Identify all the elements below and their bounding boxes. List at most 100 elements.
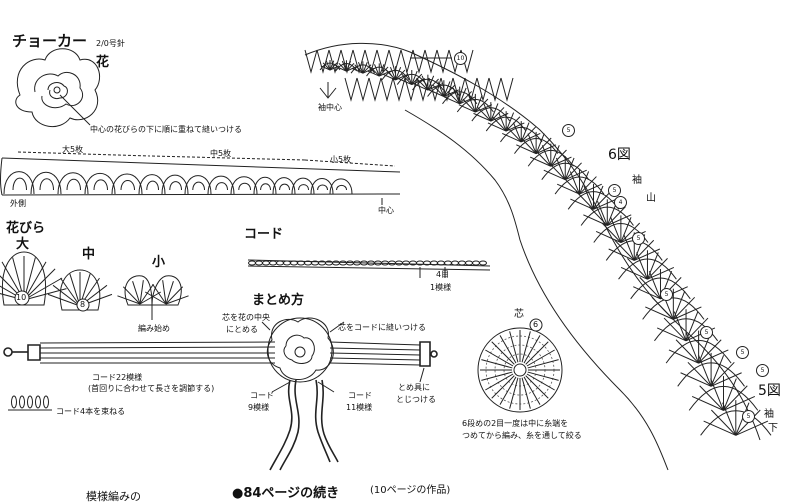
lace-fan-ray — [475, 104, 493, 113]
lace-fan-arc — [700, 410, 772, 436]
footer-left-fragment: 模様編みの — [86, 490, 141, 503]
petal-start-label: 編み始め — [138, 324, 170, 333]
core-ray — [526, 373, 555, 391]
sleeve-under-shita: 下 — [768, 423, 778, 434]
lace-fan-ray — [452, 87, 461, 105]
cord-link — [395, 260, 403, 266]
lace-fan-ray — [459, 87, 467, 105]
sleeve-cap-sode: 袖 — [632, 175, 642, 186]
lace-fan-ray — [685, 332, 700, 364]
core-ray — [527, 371, 559, 381]
lace-fan-ray — [620, 222, 641, 243]
lace-fan-ray — [595, 231, 622, 243]
lace-net — [316, 49, 330, 74]
lace-fan-ray — [562, 176, 580, 195]
lace-net — [368, 77, 382, 102]
strip-petal-inner — [298, 184, 309, 191]
lace-fan-ray — [722, 402, 737, 436]
footer-continuation: ●84ページの続き — [232, 486, 340, 501]
strip-outside-label: 外側 — [10, 199, 26, 208]
lace-fan-ray — [325, 60, 331, 71]
lace-fan-ray — [564, 157, 575, 180]
lace-fan-ray — [462, 98, 476, 113]
lace-fan-ray — [636, 252, 648, 280]
petal-ray — [52, 284, 81, 307]
core-ray — [521, 331, 531, 363]
core-note1: 6段めの2目一度は中に糸端を — [462, 419, 569, 428]
core-ray — [499, 376, 517, 405]
lace-fan-ray — [698, 339, 722, 364]
strip-petal — [230, 176, 258, 195]
choker-title: チョーカー — [12, 32, 88, 50]
lace-fan-arc — [350, 64, 376, 74]
lace-fan-ray — [550, 149, 567, 167]
cord-end — [27, 395, 33, 409]
lace-fan-ray — [723, 395, 756, 411]
lace-fan-ray — [735, 420, 769, 436]
figure-6-label: 6図 — [608, 147, 631, 163]
cord-link — [262, 260, 270, 266]
petal-small-label: 小 — [152, 255, 166, 270]
petal-ray — [165, 286, 184, 305]
strip-petal — [184, 175, 212, 195]
lace-net — [356, 77, 370, 102]
lace-fan-ray — [527, 133, 537, 154]
assembly-cord4: コード4本を束ねる — [56, 407, 126, 416]
lace-fan-ray — [534, 149, 552, 167]
cord-link — [479, 260, 487, 266]
petal-large-count: 10 — [16, 293, 27, 302]
lace-fan-ray — [668, 349, 699, 364]
lace-fan-ray — [614, 239, 635, 261]
strip-petal-inner — [146, 180, 159, 191]
lace-fan-ray — [579, 176, 597, 195]
lace-fan-ray — [468, 95, 476, 113]
lace-fan-ray — [338, 62, 347, 72]
lace-net — [364, 49, 378, 74]
core-ray — [509, 331, 519, 363]
strip-petal-inner — [93, 179, 108, 191]
lace-fan-ray — [698, 349, 729, 364]
assembly-note1b: にとめる — [226, 325, 258, 334]
strip-petal-inner — [336, 184, 347, 191]
lace-fan-ray — [421, 75, 429, 91]
strip-petal — [310, 178, 334, 195]
lace-fan-arc — [396, 73, 427, 85]
petal-ray — [139, 291, 162, 305]
strip-medium-label: 中5枚 — [210, 149, 232, 158]
lace-fan-ray — [474, 95, 483, 113]
lace-fan-ray — [672, 296, 696, 320]
lace-fan-ray — [473, 112, 492, 122]
lace-fan-ray — [447, 91, 461, 105]
strip-petal — [3, 171, 35, 195]
core-round-number: 6 — [533, 320, 539, 329]
petal-ray — [47, 293, 81, 307]
lace-fan-ray — [459, 96, 476, 105]
strip-petal — [253, 176, 277, 195]
lace-net — [388, 49, 402, 74]
lace-fan-ray — [606, 206, 626, 226]
lace-fan-ray — [395, 67, 402, 81]
strip-petal-inner — [317, 184, 328, 191]
lace-fan-ray — [583, 185, 594, 210]
cord-link — [451, 260, 459, 266]
lace-fan-ray — [623, 234, 635, 261]
lace-fan-ray — [458, 104, 476, 113]
sleeve-chart — [304, 42, 772, 471]
cord-link — [472, 260, 480, 266]
lace-fan-ray — [593, 185, 604, 210]
strip-petal — [207, 175, 235, 195]
lace-net — [404, 77, 418, 102]
lace-fan-arc — [541, 162, 590, 181]
lace-fan-ray — [648, 271, 661, 300]
lace-fan-ray — [607, 214, 632, 226]
core-ray — [523, 376, 541, 405]
lace-net — [328, 49, 342, 74]
petal-large-label: 大 — [16, 237, 30, 252]
lace-fan-ray — [569, 171, 580, 195]
lace-fan-ray — [646, 252, 659, 280]
cord-title: コード — [244, 227, 284, 242]
strip-petal — [111, 173, 143, 195]
lace-fan-ray — [374, 64, 380, 77]
core-ray — [481, 371, 513, 381]
lace-fan-ray — [520, 137, 537, 154]
